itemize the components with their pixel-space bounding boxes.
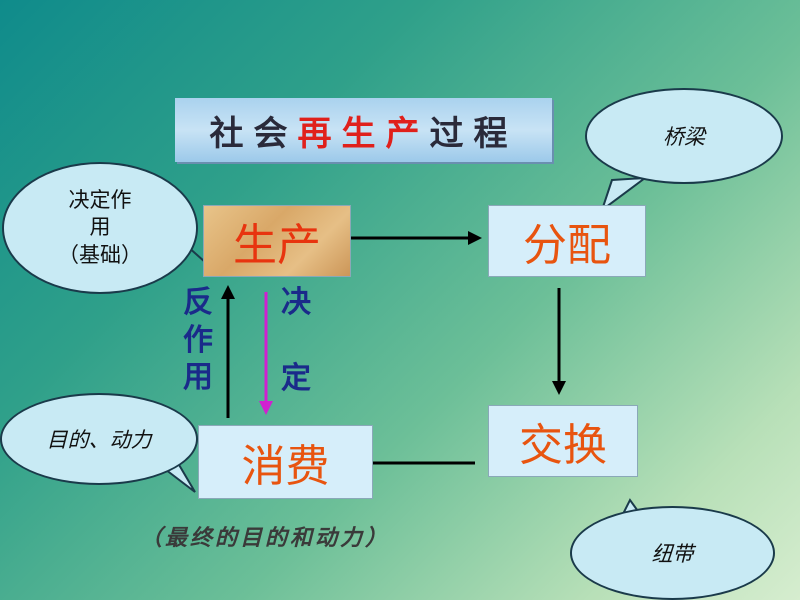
bubble-purpose-text: 目的、动力 <box>46 428 152 452</box>
footer-note: （最终的目的和动力） <box>140 526 391 551</box>
label-counteraction-char-1: 反 <box>183 285 213 320</box>
label-decides-char-1: 决 <box>281 285 311 320</box>
title-part2: 再生产 <box>297 113 430 154</box>
node-consumption: 消费 <box>198 425 373 499</box>
bubble-bridge: 桥梁 <box>585 88 783 184</box>
node-production: 生产 <box>203 205 351 277</box>
bubble-decisive: 决定作 用 （基础） <box>2 162 198 294</box>
arrowhead-production-decides-consumption <box>259 401 273 415</box>
bubble-purpose: 目的、动力 <box>0 393 198 485</box>
node-distribution: 分配 <box>488 205 646 277</box>
node-production-label: 生产 <box>233 220 321 271</box>
bubble-tail-bridge <box>600 176 649 213</box>
label-decides-char-3: 定 <box>281 360 311 396</box>
arrowhead-distribution-to-exchange <box>552 381 566 395</box>
title-part1: 社会 <box>209 113 298 154</box>
arrowhead-consumption-to-production <box>221 285 235 299</box>
label-counteraction-char-2: 作 <box>183 322 213 358</box>
title-part3: 过程 <box>429 113 518 154</box>
node-consumption-label: 消费 <box>241 441 330 492</box>
diagram-title: 社会 再生产 过程 <box>175 98 552 162</box>
bubble-decisive-line3: （基础） <box>58 242 142 267</box>
node-distribution-label: 分配 <box>523 220 611 271</box>
label-decides-char-2 <box>276 322 316 360</box>
bubble-decisive-line2: 用 <box>89 215 111 240</box>
label-counteraction-char-3: 用 <box>183 360 213 395</box>
label-counteraction: 反 作 用 <box>178 284 218 397</box>
bubble-bridge-text: 桥梁 <box>663 125 705 149</box>
node-exchange-label: 交换 <box>519 420 607 471</box>
label-decides: 决 定 <box>276 284 316 397</box>
arrowhead-production-to-distribution <box>468 231 482 245</box>
node-exchange: 交换 <box>488 405 638 477</box>
bubble-link: 纽带 <box>570 506 775 600</box>
bubble-link-text: 纽带 <box>651 542 694 566</box>
bubble-decisive-line1: 决定作 <box>68 188 132 213</box>
